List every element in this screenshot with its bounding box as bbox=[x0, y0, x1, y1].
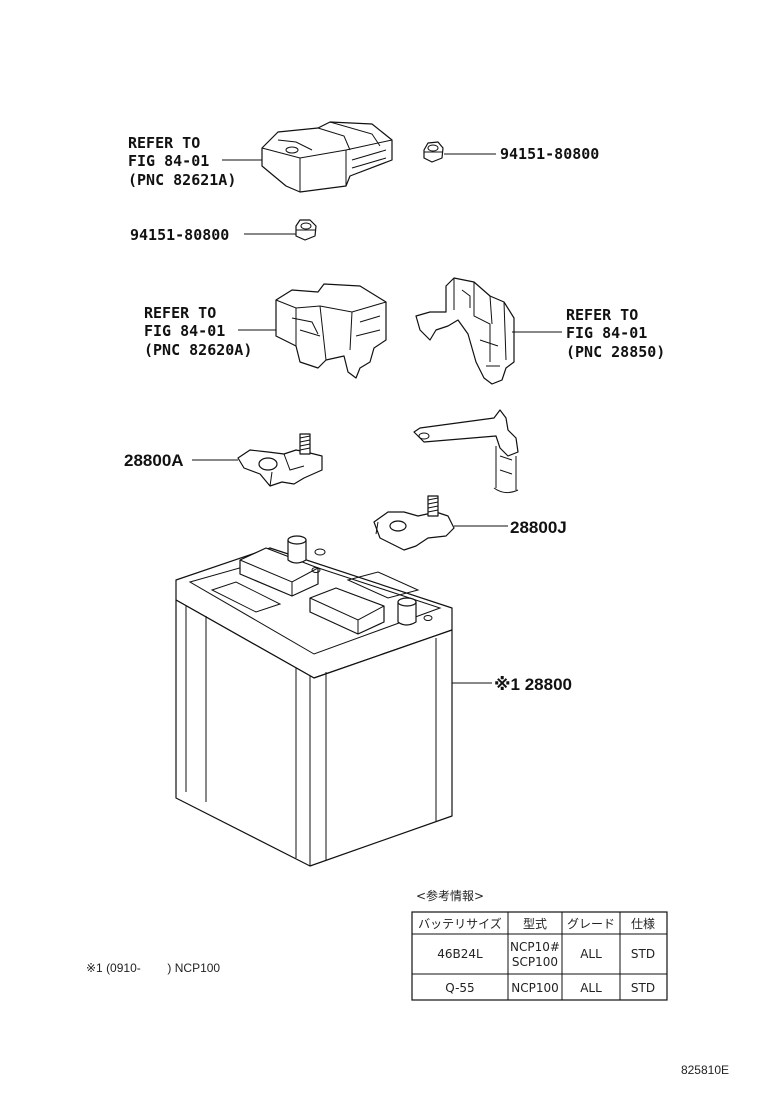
table-header-cell: 仕様 bbox=[631, 917, 655, 931]
callout-text: (PNC 28850) bbox=[566, 343, 665, 361]
callout-text: REFER TO bbox=[144, 304, 216, 322]
table-cell: ALL bbox=[580, 947, 602, 961]
table-cell: NCP10# bbox=[510, 940, 560, 954]
table-caption: <参考情報> bbox=[416, 888, 484, 903]
top-terminal-cover bbox=[261, 121, 393, 193]
callout-battery: ※1 28800 bbox=[494, 675, 572, 694]
callout-terminal-a: 28800A bbox=[124, 451, 184, 470]
callout-text: (PNC 82620A) bbox=[144, 341, 252, 359]
callout-text: FIG 84-01 bbox=[144, 322, 225, 340]
table-header-cell: 型式 bbox=[523, 917, 547, 931]
callout-text: REFER TO bbox=[566, 306, 638, 324]
leader-lines bbox=[192, 153, 562, 684]
callout-text: (PNC 82621A) bbox=[128, 171, 236, 189]
callout-top-cover: REFER TO FIG 84-01 (PNC 82621A) bbox=[128, 134, 236, 189]
battery bbox=[175, 535, 453, 867]
terminal-28800a bbox=[237, 433, 323, 487]
terminal-28800j bbox=[373, 495, 455, 551]
callout-terminal-j: 28800J bbox=[510, 518, 567, 537]
cable-strap bbox=[413, 409, 519, 494]
table-cell: NCP100 bbox=[511, 981, 559, 995]
callout-text: FIG 84-01 bbox=[566, 324, 647, 342]
callout-text: FIG 84-01 bbox=[128, 152, 209, 170]
table-header-cell: バッテリサイズ bbox=[418, 916, 502, 931]
nut-left bbox=[295, 219, 317, 241]
table-cell: Q-55 bbox=[445, 981, 474, 995]
nut-right bbox=[423, 141, 444, 163]
table-cell: STD bbox=[631, 981, 655, 995]
callout-nut-right: 94151-80800 bbox=[500, 145, 599, 163]
callout-nut-left: 94151-80800 bbox=[130, 226, 229, 244]
table-row: Q-55 NCP100 ALL STD bbox=[445, 981, 655, 995]
reference-table: <参考情報> バッテリサイズ 型式 グレード 仕様 46B24L NCP10# … bbox=[411, 888, 668, 1001]
table-cell: 46B24L bbox=[437, 947, 483, 961]
footnote: ※1 (0910- ) NCP100 bbox=[86, 961, 220, 975]
table-cell: SCP100 bbox=[512, 955, 558, 969]
battery-bracket bbox=[415, 277, 515, 385]
callout-bracket: REFER TO FIG 84-01 (PNC 28850) bbox=[566, 306, 665, 361]
middle-terminal-cover bbox=[275, 283, 387, 379]
callout-middle-cover: REFER TO FIG 84-01 (PNC 82620A) bbox=[144, 304, 252, 359]
table-row: 46B24L NCP10# SCP100 ALL STD bbox=[437, 940, 655, 969]
table-cell: ALL bbox=[580, 981, 602, 995]
callout-text: REFER TO bbox=[128, 134, 200, 152]
table-header-cell: グレード bbox=[567, 917, 615, 931]
figure-id: 825810E bbox=[681, 1063, 729, 1077]
table-cell: STD bbox=[631, 947, 655, 961]
